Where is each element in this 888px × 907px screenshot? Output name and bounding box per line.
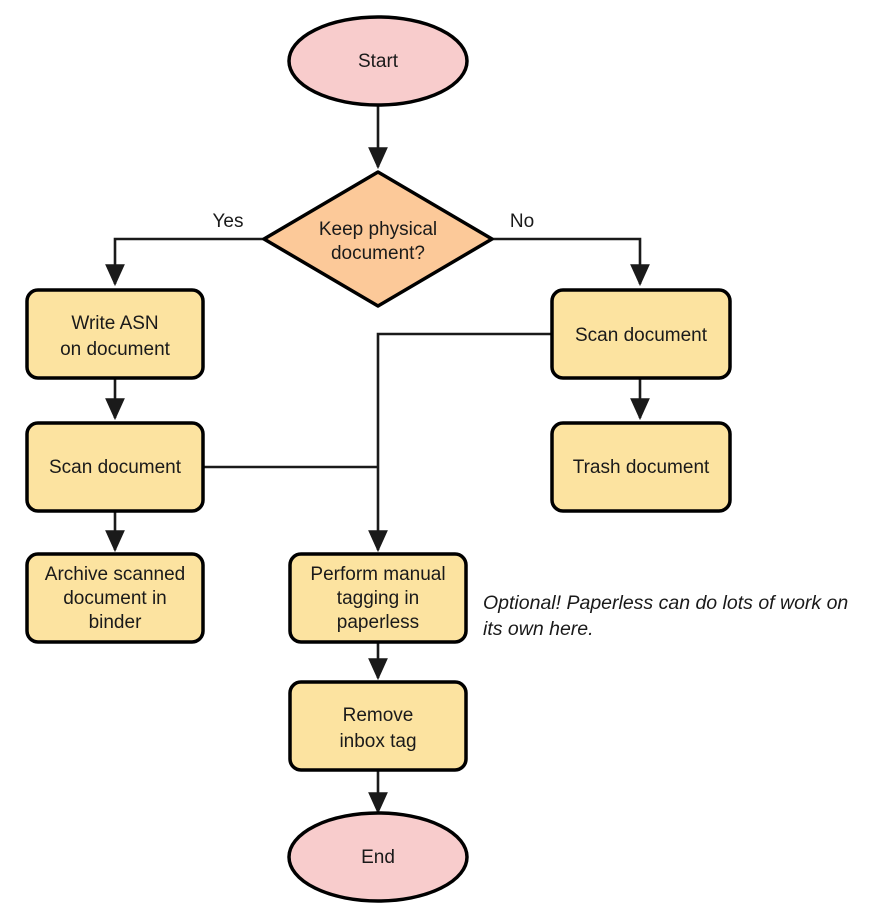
- end-ellipse[interactable]: [287, 811, 469, 903]
- scan-document-left-label: Scan document: [49, 457, 182, 478]
- archive-box[interactable]: [25, 552, 205, 644]
- edge-layer: [105, 103, 650, 815]
- annotation-optional-note: Optional! Paperless can do lots of work …: [483, 592, 848, 640]
- node-decision-keep-physical-document[interactable]: Keep physical document?: [262, 170, 494, 308]
- write-asn-label-line2: on document: [60, 339, 171, 360]
- archive-label-line1: Archive scanned: [45, 564, 185, 585]
- node-end[interactable]: End: [287, 811, 469, 903]
- node-write-asn-on-document[interactable]: Write ASN on document: [25, 288, 205, 380]
- write-asn-box[interactable]: [25, 288, 205, 380]
- edge-scan-right-to-tagging: [368, 332, 552, 553]
- tagging-label-line1: Perform manual: [310, 564, 445, 585]
- tagging-label-line3: paperless: [337, 612, 419, 633]
- optional-note-line1: Optional! Paperless can do lots of work …: [483, 592, 848, 614]
- node-remove-inbox-tag[interactable]: Remove inbox tag: [288, 680, 468, 772]
- edge-decision-no-to-scan-right: [492, 237, 650, 287]
- edge-decision-yes-to-write-asn: [105, 237, 264, 287]
- trash-document-box[interactable]: [550, 421, 732, 513]
- start-ellipse[interactable]: [287, 15, 469, 107]
- decision-label-line2: document?: [331, 243, 425, 264]
- scan-document-left-box[interactable]: [25, 421, 205, 513]
- end-label: End: [361, 847, 395, 868]
- optional-note-line2: its own here.: [483, 618, 594, 640]
- tagging-box[interactable]: [288, 552, 468, 644]
- decision-diamond[interactable]: [262, 170, 494, 308]
- archive-label-line2: document in: [63, 588, 167, 609]
- remove-inbox-tag-label-line1: Remove: [343, 705, 414, 726]
- decision-label-line1: Keep physical: [319, 219, 437, 240]
- remove-inbox-tag-label-line2: inbox tag: [339, 731, 416, 752]
- edge-label-no: No: [510, 211, 534, 232]
- node-archive-scanned-document[interactable]: Archive scanned document in binder: [25, 552, 205, 644]
- scan-document-right-box[interactable]: [550, 288, 732, 380]
- edge-label-yes: Yes: [213, 211, 244, 232]
- write-asn-label-line1: Write ASN: [71, 313, 158, 334]
- node-perform-manual-tagging[interactable]: Perform manual tagging in paperless: [288, 552, 468, 644]
- archive-label-line3: binder: [89, 612, 142, 633]
- node-trash-document[interactable]: Trash document: [550, 421, 732, 513]
- scan-document-right-label: Scan document: [575, 325, 708, 346]
- node-scan-document-right[interactable]: Scan document: [550, 288, 732, 380]
- node-start[interactable]: Start: [287, 15, 469, 107]
- trash-document-label: Trash document: [573, 457, 710, 478]
- node-scan-document-left[interactable]: Scan document: [25, 421, 205, 513]
- tagging-label-line2: tagging in: [337, 588, 419, 609]
- start-label: Start: [358, 51, 399, 72]
- remove-inbox-tag-box[interactable]: [288, 680, 468, 772]
